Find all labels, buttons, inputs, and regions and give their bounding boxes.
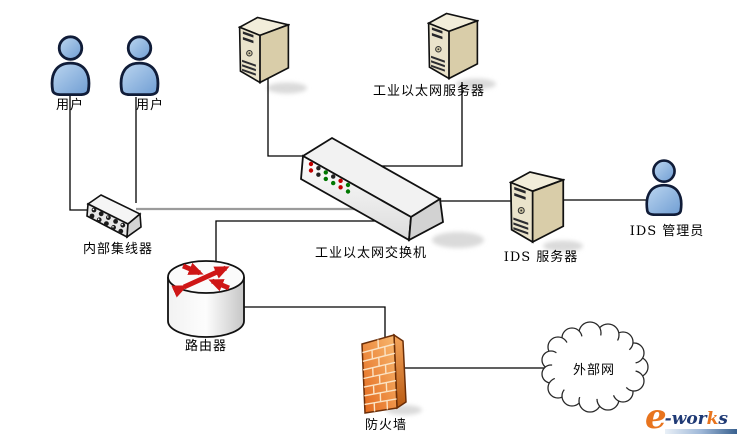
user1-icon <box>50 35 91 96</box>
server1-icon <box>238 16 290 84</box>
edge-server1-switch <box>267 78 304 157</box>
user2-icon <box>119 35 160 96</box>
eworks-logo: e -works <box>645 400 753 434</box>
label-user2: 用户 <box>135 98 165 113</box>
edge-server2-switch <box>382 82 463 167</box>
router-icon <box>167 260 245 338</box>
label-ids-server: IDS 服务器 <box>503 250 579 265</box>
label-router: 路由器 <box>184 339 228 354</box>
edge-router-firewall <box>243 306 386 340</box>
label-ids-admin: IDS 管理员 <box>629 224 705 239</box>
firewall-icon <box>361 333 407 414</box>
label-user1: 用户 <box>55 98 85 113</box>
switch-leds <box>308 161 351 194</box>
connection-lines <box>69 78 646 369</box>
hub-icon <box>86 194 142 239</box>
firewall-bricks <box>362 339 397 412</box>
shadows <box>267 78 583 415</box>
router-arrows <box>171 262 230 298</box>
cloud-icon <box>541 321 649 413</box>
eworks-logo-bar <box>664 429 737 434</box>
industrial-server-icon <box>427 12 479 80</box>
label-external-net: 外部网 <box>572 363 616 378</box>
eworks-logo-e: e <box>645 397 667 437</box>
ids-server-icon <box>509 171 565 243</box>
label-switch: 工业以太网交换机 <box>314 246 428 261</box>
label-hub: 内部集线器 <box>82 242 154 257</box>
edge-switch-router <box>215 220 375 265</box>
label-industrial-server: 工业以太网服务器 <box>372 84 486 99</box>
ids-admin-icon <box>645 159 683 216</box>
switch-icon <box>300 136 444 242</box>
edge-user1-hub <box>69 95 90 211</box>
label-firewall: 防火墙 <box>364 418 408 433</box>
eworks-logo-word: -works <box>664 409 728 429</box>
